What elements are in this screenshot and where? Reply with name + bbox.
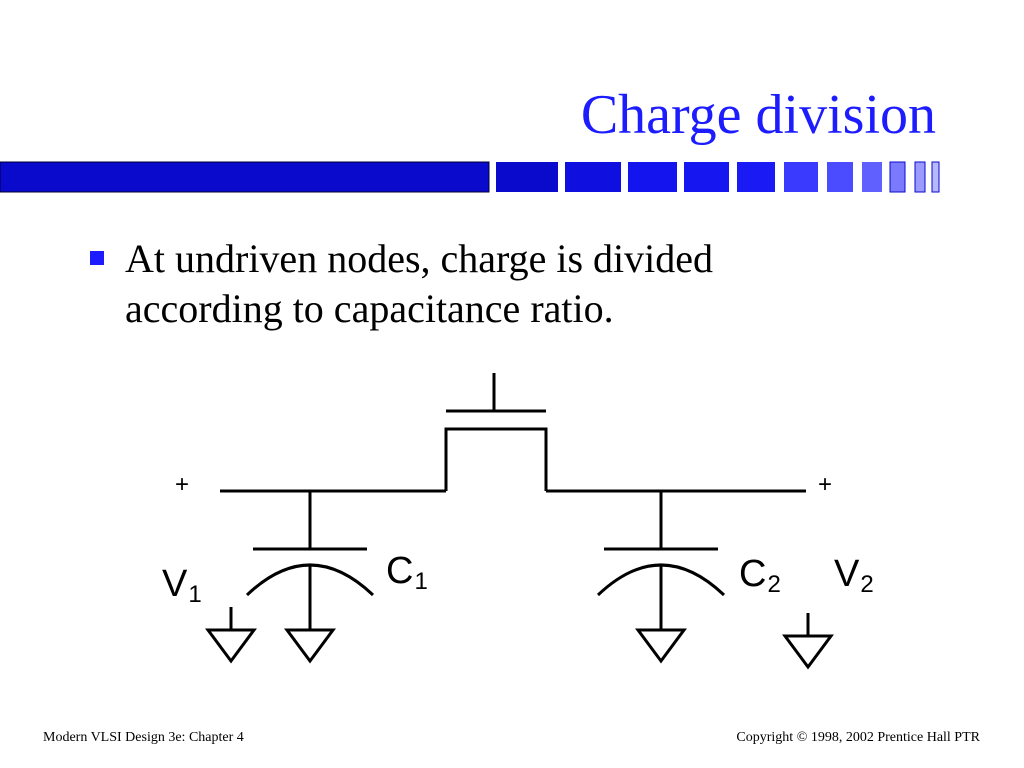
ground-icon — [635, 628, 687, 664]
v2-ground — [782, 613, 834, 670]
ground-icon — [782, 634, 834, 670]
v1-ground — [205, 607, 257, 664]
footer-copyright: Copyright © 1998, 2002 Prentice Hall PTR — [736, 730, 980, 745]
plus-left-label: + — [175, 471, 189, 498]
ground-icon — [205, 628, 257, 664]
ground-icon — [284, 628, 336, 664]
v1-label: V1 — [162, 563, 202, 608]
square-bullet-icon — [90, 251, 104, 265]
title-decoration-bar — [0, 161, 940, 193]
c2-label: C2 — [739, 553, 781, 598]
plus-right-label: + — [818, 471, 832, 498]
slide-title: Charge division — [580, 84, 936, 146]
v2-label: V2 — [834, 553, 874, 598]
bullet-text: At undriven nodes, charge is divided acc… — [125, 236, 714, 331]
pass-transistor — [444, 373, 548, 491]
transistor-channel — [444, 427, 548, 491]
capacitor-c2 — [596, 491, 726, 664]
capacitor-c1 — [245, 491, 375, 664]
footer-chapter: Modern VLSI Design 3e: Chapter 4 — [43, 730, 244, 745]
c1-label: C1 — [386, 550, 428, 595]
